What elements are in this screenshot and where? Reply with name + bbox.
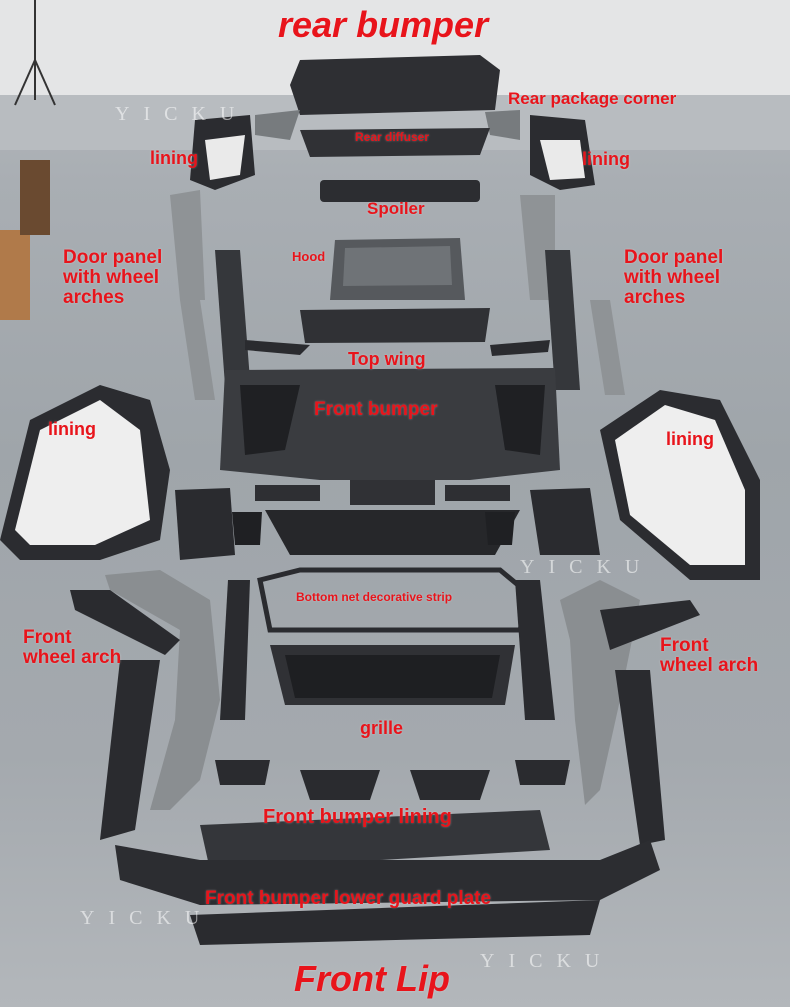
bracket-left [175, 488, 235, 560]
label-lining-mid-right: lining [666, 429, 714, 449]
label-front-bumper: Front bumper [314, 399, 438, 420]
label-rear-diffuser: Rear diffuser [355, 130, 430, 144]
fog-cover-right [445, 485, 510, 501]
label-grille: grille [360, 718, 404, 738]
label-top-wing: Top wing [348, 349, 426, 369]
label-spoiler: Spoiler [367, 199, 425, 218]
grille-mesh [285, 655, 500, 698]
front-bumper-part [220, 368, 560, 480]
rear-bumper-part [290, 55, 500, 115]
tripod-leg [34, 59, 56, 106]
front-bumper-lower-guard-part [115, 840, 660, 905]
wheel-arch-bracket-right [600, 600, 700, 650]
door-panel-right-a [520, 195, 555, 300]
fog-cover-left [255, 485, 320, 501]
license-plate-bracket [350, 480, 435, 505]
door-panel-left-a [170, 190, 205, 300]
side-vent-left [232, 512, 262, 545]
light-strip-right [490, 340, 550, 356]
label-lining-top-right: lining [582, 149, 630, 169]
vertical-bracket-right [515, 580, 555, 720]
front-bumper-vent-left [240, 385, 300, 455]
rear-lining-left-white [205, 135, 245, 180]
tripod-leg [14, 59, 36, 106]
bracket-right [530, 488, 600, 555]
door-panel-right-b [590, 300, 625, 395]
wheel-arch-bracket-left [70, 590, 180, 655]
door-panel-left-c [215, 250, 250, 385]
label-door-panel-left: Door panel with wheel arches [63, 247, 163, 308]
front-lining-left-white [15, 400, 150, 545]
watermark: YICKU [520, 556, 654, 578]
side-trim-right [615, 670, 665, 845]
spoiler-part [320, 180, 480, 202]
cardboard-box [0, 230, 30, 320]
door-panel-left-b [180, 300, 215, 400]
watermark: YICKU [115, 103, 249, 125]
label-front-lip: Front Lip [294, 958, 450, 999]
label-front-wheel-arch-left: Front wheel arch [23, 627, 122, 668]
label-bottom-net-strip: Bottom net decorative strip [296, 590, 453, 604]
air-duct-left [300, 770, 380, 800]
label-lining-top-left: lining [150, 148, 198, 168]
front-bumper-lining-part [200, 810, 550, 870]
label-front-bumper-lining: Front bumper lining [263, 806, 452, 828]
front-lining-right-white [615, 405, 745, 565]
label-hood: Hood [292, 249, 326, 264]
front-wheel-arch-left [105, 570, 220, 810]
rear-lining-right-white [540, 140, 585, 180]
front-lip-part [190, 900, 600, 945]
watermark: YICKU [80, 907, 214, 929]
rear-package-corner-left [255, 110, 300, 140]
label-door-panel-right: Door panel with wheel arches [624, 247, 724, 308]
watermark: YICKU [480, 950, 614, 972]
fog-bracket-left [215, 760, 270, 785]
label-rear-bumper: rear bumper [278, 4, 489, 45]
label-front-wheel-arch-right: Front wheel arch [660, 635, 759, 676]
light-strip-left [245, 340, 310, 355]
rear-package-corner-right [485, 110, 520, 140]
vertical-bracket-left [220, 580, 250, 720]
front-bumper-vent-right [495, 385, 545, 455]
fog-bracket-right [515, 760, 570, 785]
hood-panel [343, 246, 452, 286]
label-rear-package-corner: Rear package corner [508, 89, 677, 108]
rear-diffuser-part [300, 128, 490, 157]
top-wing-part [300, 308, 490, 343]
label-lining-mid-left: lining [48, 419, 96, 439]
lower-grille-part [265, 510, 520, 555]
label-front-bumper-lower-guard: Front bumper lower guard plate [205, 888, 492, 909]
door-panel-right-c [545, 250, 580, 390]
tire-stack [20, 160, 50, 235]
side-vent-right [485, 512, 515, 545]
side-trim-left [100, 660, 160, 840]
air-duct-right [410, 770, 490, 800]
